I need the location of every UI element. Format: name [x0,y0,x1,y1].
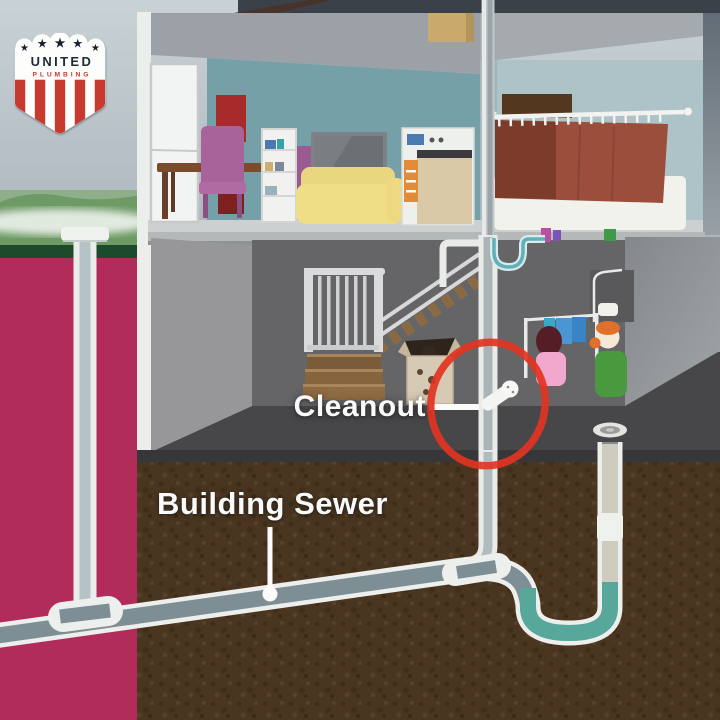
stair-step [307,354,381,369]
couch [296,184,402,224]
basement [137,228,720,462]
united-plumbing-logo: ★ ★ ★ ★ ★ UNITED PLUMBING [12,33,108,137]
star-icon: ★ [21,43,30,53]
ceiling-left [151,13,480,74]
floor-slab-face [137,450,720,462]
branch-drain-pipe [439,239,482,287]
basement-ceiling-band [148,232,705,241]
trap-water [520,582,618,642]
bedroom [481,94,692,230]
vent-cap [61,227,109,241]
mist [0,209,154,235]
basement-right-wall [625,237,720,407]
foundation-magenta-block [0,258,137,720]
basement-left-wall [151,238,252,452]
building-sewer-label: Building Sewer [157,486,388,521]
red-highlight-circle [427,338,549,470]
clothes-rack [524,318,528,378]
living-room [149,13,475,226]
pipe-coupling [597,513,623,541]
basement-floor [151,352,720,458]
person-dark-hair [536,326,562,356]
person-green [595,351,627,397]
curtain-rod [490,109,685,120]
star-icon: ★ [55,36,66,50]
cleanout-label: Cleanout [293,390,426,423]
shield-stripes [14,79,106,134]
ceiling-right [480,13,703,62]
left-exterior-wall-edge [137,12,151,455]
window-rail [151,149,198,152]
cleanout-plug [501,380,519,398]
dining-chair [201,126,244,188]
logo-text-united: UNITED [31,54,94,69]
logo-shield-icon: ★ ★ ★ ★ ★ UNITED PLUMBING [14,33,106,134]
appliance-front [417,158,472,224]
shower-frame [592,268,623,322]
logo-text-plumbing: PLUMBING [32,71,91,78]
stair-rail [373,240,499,327]
stair-treads-upper [374,261,501,355]
star-icon: ★ [38,38,48,50]
shower-head [598,303,618,316]
sewer-leader-dot [262,586,278,602]
staircase [303,240,501,400]
star-icon: ★ [73,38,83,50]
right-exterior-edge [703,13,720,235]
annotations [262,338,549,602]
roof-band [238,0,720,13]
basement-occupants [523,228,634,397]
soil [137,456,720,720]
star-icon: ★ [92,43,101,53]
